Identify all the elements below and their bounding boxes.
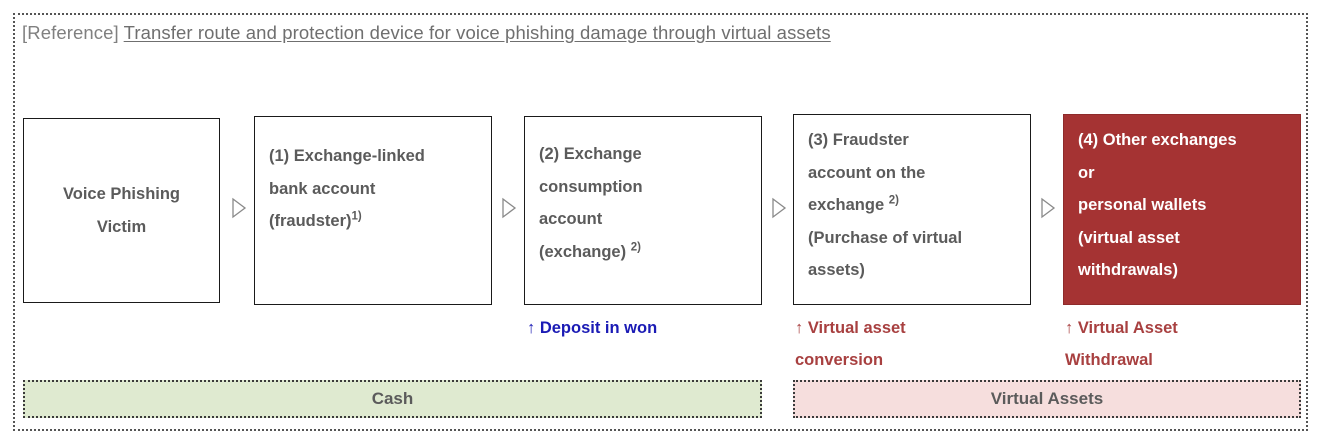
node-line-text: (exchange) bbox=[539, 242, 631, 261]
category-bar-cash: Cash bbox=[23, 380, 762, 418]
arrow-right-icon-4 bbox=[1040, 197, 1056, 219]
node-line: (3) Fraudster bbox=[808, 131, 909, 149]
arrow-right-icon-1 bbox=[231, 197, 247, 219]
annotation-line: ↑ Deposit in won bbox=[527, 319, 658, 337]
annotation-line: Withdrawal bbox=[1065, 351, 1153, 370]
annotation-line: ↑ Virtual Asset bbox=[1065, 319, 1178, 337]
arrow-right-icon-3 bbox=[771, 197, 787, 219]
page-title: [Reference] Transfer route and protectio… bbox=[22, 22, 1272, 52]
node-line: or bbox=[1078, 163, 1095, 182]
annotation-line: ↑ Virtual asset bbox=[795, 319, 906, 337]
node-line: (2) Exchange bbox=[539, 145, 642, 163]
node-voice-phishing-victim[interactable]: Voice Phishing Victim bbox=[23, 118, 220, 303]
title-main: Transfer route and protection device for… bbox=[123, 22, 831, 43]
category-label: Virtual Assets bbox=[990, 389, 1104, 408]
node-line: Victim bbox=[96, 217, 147, 236]
annotation-line: conversion bbox=[795, 351, 884, 370]
node-line: exchange 2) bbox=[808, 189, 1016, 222]
node-line: (fraudster)1) bbox=[269, 205, 477, 238]
node-line: assets) bbox=[808, 261, 865, 279]
node-line: (exchange) 2) bbox=[539, 236, 747, 269]
node-superscript: 2) bbox=[630, 241, 641, 253]
node-line: account on the bbox=[808, 163, 926, 182]
annotation-virtual-asset-withdrawal: ↑ Virtual Asset Withdrawal bbox=[1065, 312, 1305, 376]
annotation-deposit-in-won: ↑ Deposit in won bbox=[527, 312, 767, 344]
node-line: Voice Phishing bbox=[62, 185, 181, 204]
node-line: (1) Exchange-linked bbox=[269, 147, 425, 165]
node-line-text: exchange bbox=[808, 196, 889, 214]
annotation-virtual-asset-conversion: ↑ Virtual asset conversion bbox=[795, 312, 1035, 376]
node-line: bank account bbox=[269, 179, 376, 198]
node-line: account bbox=[539, 210, 603, 228]
node-line: personal wallets bbox=[1078, 196, 1207, 214]
node-line: withdrawals) bbox=[1078, 261, 1178, 279]
node-exchange-linked-bank-account[interactable]: (1) Exchange-linked bank account (frauds… bbox=[254, 116, 492, 305]
title-prefix: [Reference] bbox=[22, 22, 119, 43]
node-line: (virtual asset bbox=[1078, 228, 1180, 247]
node-fraudster-exchange-account[interactable]: (3) Fraudster account on the exchange 2)… bbox=[793, 114, 1031, 305]
arrow-right-icon-2 bbox=[501, 197, 517, 219]
node-superscript: 2) bbox=[888, 194, 899, 207]
node-exchange-consumption-account[interactable]: (2) Exchange consumption account (exchan… bbox=[524, 116, 762, 305]
node-line: consumption bbox=[539, 177, 643, 196]
node-line: (Purchase of virtual bbox=[808, 228, 963, 247]
node-line-text: (fraudster) bbox=[269, 212, 352, 230]
node-superscript: 1) bbox=[351, 210, 362, 223]
category-bar-virtual-assets: Virtual Assets bbox=[793, 380, 1301, 418]
node-other-exchanges-or-personal-wallets[interactable]: (4) Other exchanges or personal wallets … bbox=[1063, 114, 1301, 305]
category-label: Cash bbox=[371, 389, 414, 408]
node-line: (4) Other exchanges bbox=[1078, 131, 1237, 149]
